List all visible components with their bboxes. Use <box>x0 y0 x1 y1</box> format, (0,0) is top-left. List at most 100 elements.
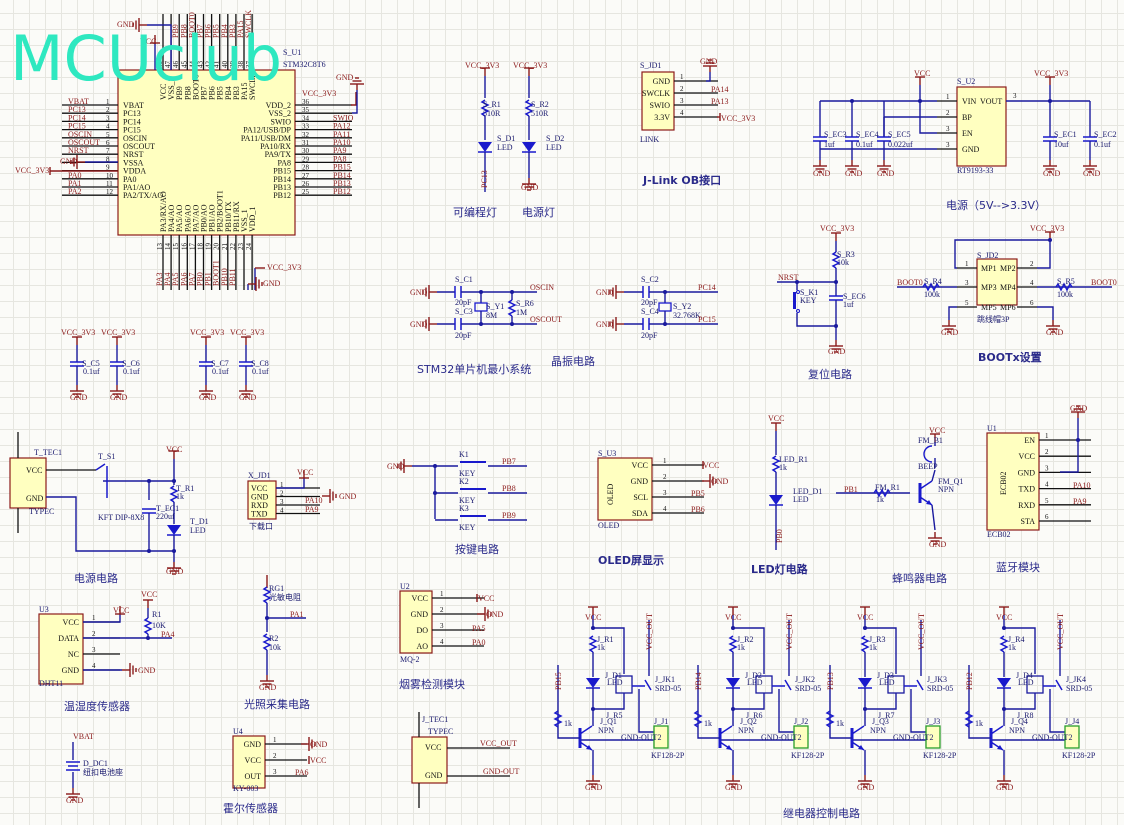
terminal-block-icon[interactable] <box>1064 725 1080 749</box>
download-pin-name: TXD <box>251 510 268 519</box>
jlink-body[interactable] <box>641 71 675 131</box>
mcu-pin-number: 26 <box>302 180 310 188</box>
mcu-pin-number: 6 <box>106 139 110 147</box>
net-boot0: BOOT0 <box>897 278 923 287</box>
mq2-body[interactable] <box>399 590 433 654</box>
jlink-pin-name: 3.3V <box>654 113 670 122</box>
typec-body[interactable] <box>9 457 47 509</box>
cap-ref: S_C7 <box>211 359 229 368</box>
key-icon <box>793 292 796 309</box>
net-pc14: PC14 <box>698 283 716 292</box>
mcu-pin-name: VSSA <box>123 158 144 167</box>
dht-ref: U3 <box>39 605 49 614</box>
relay-input-net: PB14 <box>694 672 703 690</box>
relay-coil-icon[interactable] <box>755 675 773 694</box>
jlink-pin-number: 3 <box>680 97 684 105</box>
relay-rb-ref: J_R7 <box>878 711 894 720</box>
hall-pin-number: 3 <box>273 768 277 776</box>
terminal-block-icon[interactable] <box>653 725 669 749</box>
relay-r-ref: J_R2 <box>737 635 753 644</box>
relay-vcc-out: VCC_OUT <box>917 613 926 650</box>
mq2-pin-number: 3 <box>440 622 444 630</box>
dht-part: DHT11 <box>39 679 63 688</box>
jumper-pin-number: 2 <box>1030 260 1034 268</box>
dht-body[interactable] <box>38 613 84 685</box>
cap-val: 0.1uf <box>252 367 269 376</box>
ldo-pin-name: BP <box>962 113 972 122</box>
relay-k-ref: J_JK2 <box>795 675 815 684</box>
jlink-part: LINK <box>640 135 659 144</box>
net-boot0: BOOT0 <box>1091 278 1117 287</box>
cap-val: 0.022uf <box>888 140 913 149</box>
net-vcc: VCC <box>166 445 182 454</box>
dht-r-ref: R1 <box>152 610 161 619</box>
dht-pin-number: 3 <box>92 646 96 654</box>
junction-dot <box>1048 238 1052 242</box>
hall-ref: U4 <box>233 727 243 736</box>
ec1-val: 220uf <box>156 512 175 521</box>
jumper-pin-number: 1 <box>965 260 969 268</box>
y2-ref: S_Y2 <box>673 302 691 311</box>
led-r-ref: LED_R1 <box>779 455 808 464</box>
r5-ref: S_R5 <box>1057 277 1075 286</box>
mcu-pin-name: PB13 <box>273 183 291 192</box>
net-pa4: PA4 <box>161 630 175 639</box>
title-light: 光照采集电路 <box>244 697 310 711</box>
cap-ref: S_C8 <box>251 359 269 368</box>
mcu-pin-name: PA5/AO <box>175 205 184 232</box>
oled-body[interactable] <box>597 457 653 521</box>
mcu-net-label: PA12 <box>333 122 351 131</box>
c4-ref: S_C4 <box>641 307 659 316</box>
download-body[interactable] <box>247 480 277 520</box>
mcu-net-label: OSCOUT <box>68 138 100 147</box>
mcu-pin-name: PB10/TX <box>224 201 233 232</box>
fm-r-val: 1k <box>876 495 884 504</box>
relay-led-label: LED <box>1018 678 1034 687</box>
net-pc13: PC13 <box>480 170 489 188</box>
wire <box>1055 679 1063 691</box>
net-gnd-top: GND <box>117 20 135 29</box>
hall-body[interactable] <box>232 735 266 789</box>
mcu-pin-name: PC15 <box>123 126 141 135</box>
r2-ref: S_R2 <box>531 100 549 109</box>
mcu-pin-number: 9 <box>106 164 110 172</box>
s1-part: KFT DIP-8X8 <box>98 513 144 522</box>
mcu-body[interactable] <box>117 69 296 236</box>
jumper-body[interactable] <box>976 258 1018 306</box>
mcu-pin-number: 16 <box>180 243 188 251</box>
key-switch-icon <box>460 515 486 517</box>
cap-val: 0.1uf <box>83 367 100 376</box>
oled-pin-number: 4 <box>663 505 667 513</box>
title-crystal: 晶振电路 <box>551 354 595 368</box>
relay-vcc-out: VCC_OUT <box>1056 613 1065 650</box>
relay-coil-icon[interactable] <box>1026 675 1044 694</box>
oled-ref: S_U3 <box>598 449 616 458</box>
mcu-pin-name: PA8 <box>278 158 292 167</box>
ldo-body[interactable] <box>956 86 1007 167</box>
mcu-pin-number: 37 <box>245 61 253 69</box>
relay-j-ref: J_J3 <box>926 717 940 726</box>
bt-body[interactable] <box>986 432 1040 531</box>
net-gnd: GND <box>711 477 729 486</box>
wire <box>865 693 897 710</box>
mcu-pin-number: 15 <box>172 243 180 251</box>
terminal-block-icon[interactable] <box>925 725 941 749</box>
title-reset: 复位电路 <box>808 367 852 381</box>
wire <box>931 504 936 531</box>
r4-val: 100k <box>924 290 940 299</box>
relay-coil-icon[interactable] <box>887 675 905 694</box>
mcu-pin-name: VDDA <box>123 167 146 176</box>
power-ref: S_U2 <box>957 77 975 86</box>
terminal-block-icon[interactable] <box>793 725 809 749</box>
mcu-pin-name: PB9 <box>175 86 184 100</box>
net-pb0: PB0 <box>775 529 784 543</box>
net-vcc3v3: VCC_3V3 <box>513 61 547 70</box>
key-ref: K3 <box>459 504 469 513</box>
net-vcc3v3: VCC_3V3 <box>61 328 95 337</box>
net-vcc: VCC <box>310 756 326 765</box>
d2-ref: S_D2 <box>546 134 564 143</box>
jtec-body[interactable] <box>411 736 448 784</box>
relay-k-ref: J_JK4 <box>1066 675 1086 684</box>
relay-coil-icon[interactable] <box>615 675 633 694</box>
